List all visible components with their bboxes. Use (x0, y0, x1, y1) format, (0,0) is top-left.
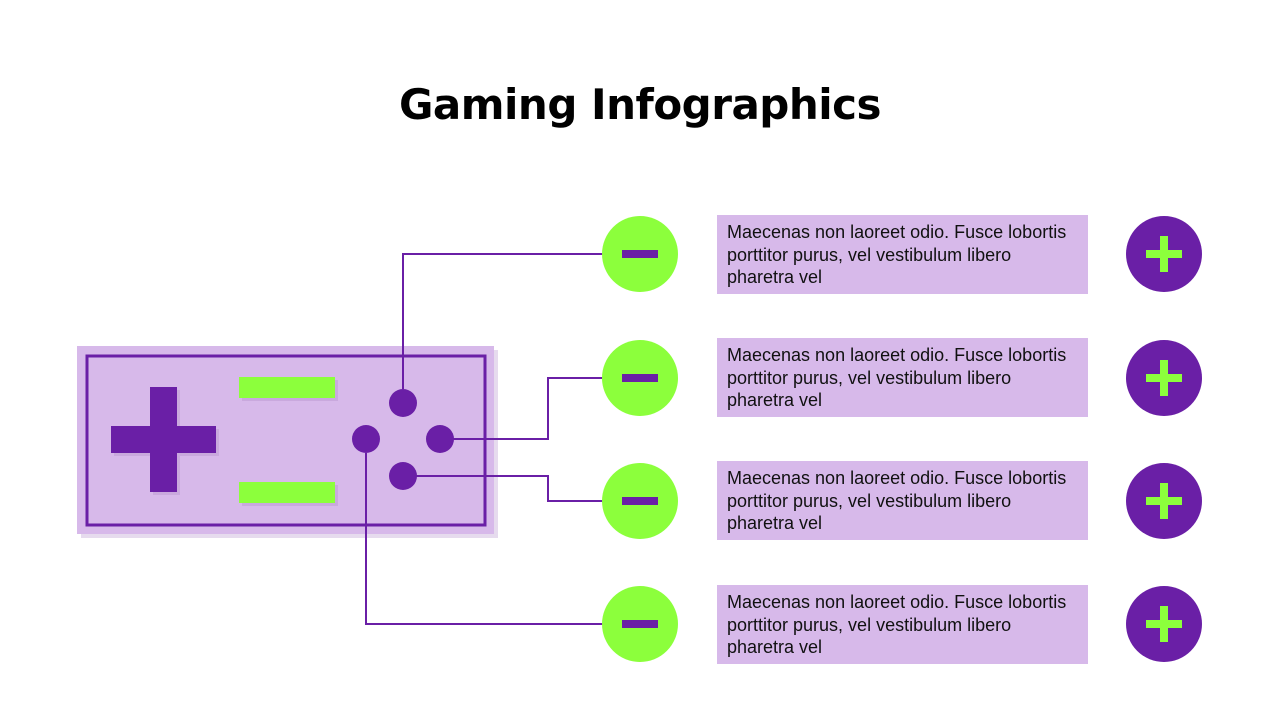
minus-icon[interactable] (602, 586, 678, 662)
text-box-bg (717, 215, 1088, 294)
connector-line-3 (403, 475, 603, 502)
page-title: Gaming Infographics (398, 80, 882, 129)
text-box-bg (717, 338, 1088, 417)
row-2 (602, 338, 1202, 417)
minus-icon[interactable] (602, 463, 678, 539)
select-bar (239, 377, 335, 398)
plus-icon[interactable] (1126, 586, 1202, 662)
action-button-left (352, 425, 380, 453)
connector-lines (365, 253, 603, 625)
minus-icon[interactable] (602, 340, 678, 416)
start-bar (239, 482, 335, 503)
row-3 (602, 461, 1202, 540)
item-text: Maecenas non laoreet odio. Fusce loborti… (727, 345, 1067, 410)
plus-icon[interactable] (1126, 463, 1202, 539)
text-box-bg (717, 585, 1088, 664)
row-1 (602, 215, 1202, 294)
plus-icon[interactable] (1126, 216, 1202, 292)
minus-icon[interactable] (602, 216, 678, 292)
gamepad-icon (77, 346, 498, 538)
text-box-bg (717, 461, 1088, 540)
item-text: Maecenas non laoreet odio. Fusce loborti… (727, 468, 1067, 533)
item-text: Maecenas non laoreet odio. Fusce loborti… (727, 592, 1067, 657)
dpad-icon (111, 387, 219, 495)
connector-line-4 (365, 453, 603, 625)
connector-line-2 (440, 377, 603, 440)
connector-line-1 (402, 253, 603, 389)
item-text: Maecenas non laoreet odio. Fusce loborti… (727, 222, 1067, 287)
row-4 (602, 585, 1202, 664)
action-button-top (389, 389, 417, 417)
plus-icon[interactable] (1126, 340, 1202, 416)
